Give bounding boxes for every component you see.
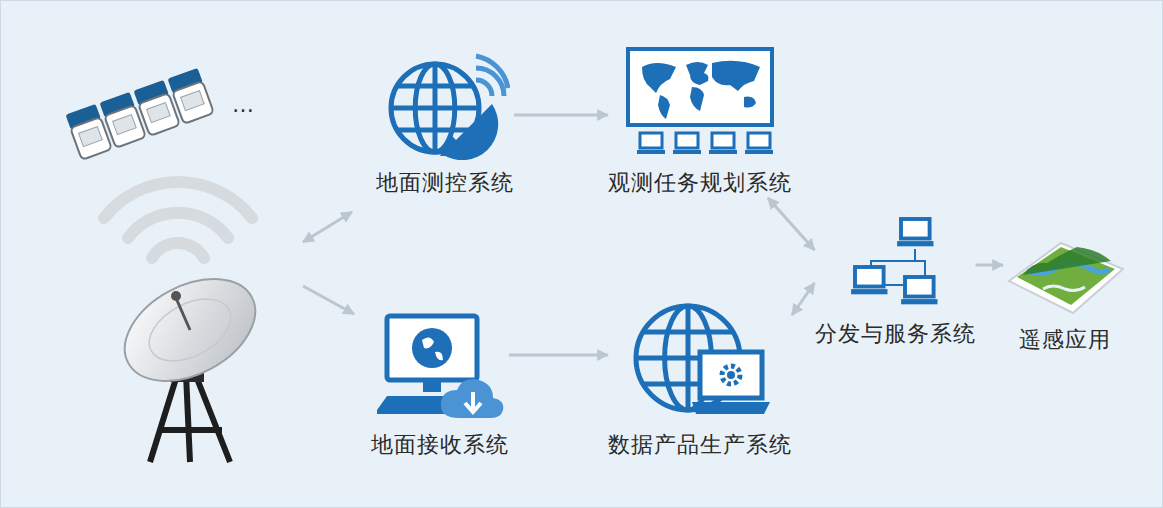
system-node: 地面接收系统 xyxy=(371,310,509,460)
system-node: 数据产品生产系统 xyxy=(608,300,792,460)
system-label: 观测任务规划系统 xyxy=(608,168,792,198)
system-label: 分发与服务系统 xyxy=(815,319,976,349)
flow-arrow xyxy=(509,354,608,357)
flow-arrow xyxy=(976,264,1004,267)
distribution-icon xyxy=(845,215,945,311)
flow-arrow xyxy=(768,198,815,250)
system-node: 地面测控系统 xyxy=(376,50,514,198)
system-label: 遥感应用 xyxy=(1019,325,1111,355)
system-label: 地面测控系统 xyxy=(376,168,514,198)
antenna-links xyxy=(303,212,354,314)
signal-waves xyxy=(104,182,252,258)
system-node: 观测任务规划系统 xyxy=(608,45,792,198)
production-icon xyxy=(630,300,770,422)
flow-arrow xyxy=(514,114,608,117)
application-icon xyxy=(1003,225,1127,317)
satellites xyxy=(65,68,213,160)
system-label: 数据产品生产系统 xyxy=(608,430,792,460)
system-node: 遥感应用 xyxy=(1003,225,1127,355)
ground-antenna xyxy=(108,258,273,462)
system-label: 地面接收系统 xyxy=(371,430,509,460)
ellipsis-label: … xyxy=(232,92,254,117)
flow-arrow xyxy=(792,283,815,315)
receiving-icon xyxy=(375,310,505,422)
system-node: 分发与服务系统 xyxy=(815,215,976,349)
planning-icon xyxy=(620,45,780,160)
control-icon xyxy=(380,50,510,160)
